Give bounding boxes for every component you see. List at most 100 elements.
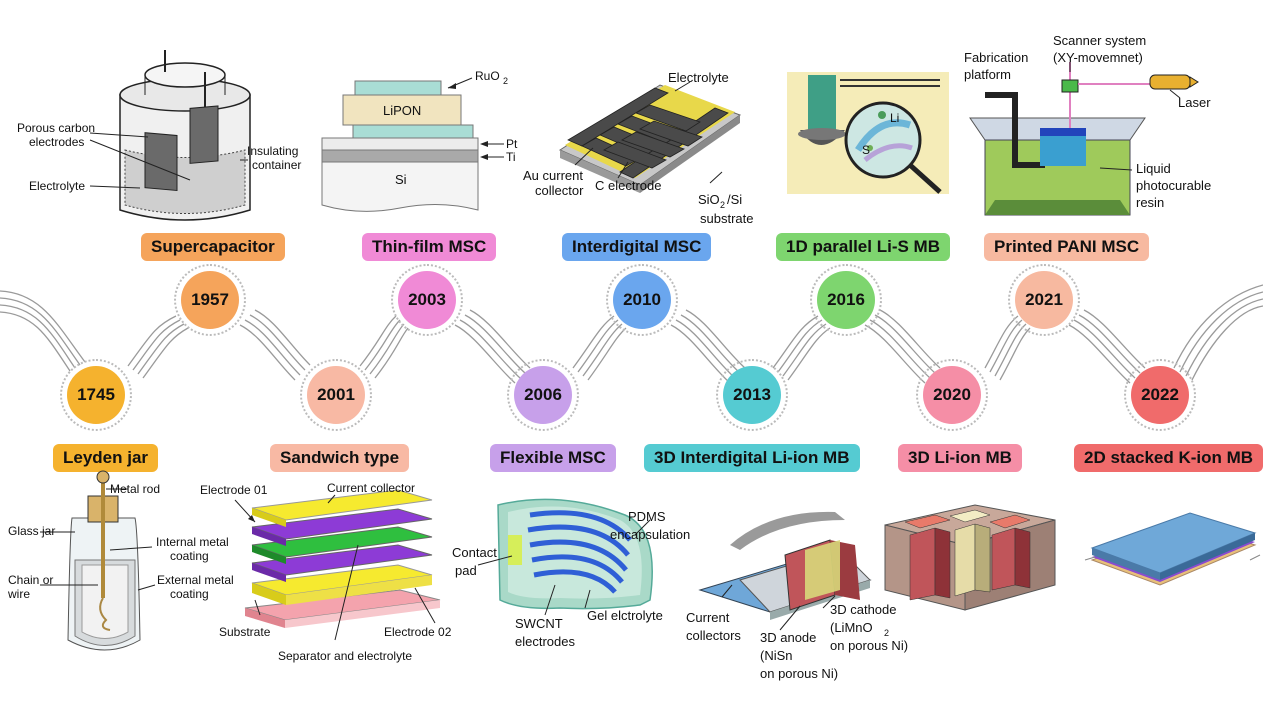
leyden-external-label-2: coating bbox=[170, 587, 209, 601]
label-flexible-msc: Flexible MSC bbox=[490, 444, 616, 472]
sc-insulating-label-2: container bbox=[252, 158, 301, 172]
label-leyden-jar: Leyden jar bbox=[53, 444, 159, 472]
pani-liquid-label-2: photocurable bbox=[1136, 178, 1211, 193]
mb3d-cathode-label-2: (LiMnO bbox=[830, 620, 873, 635]
mb3d-anode-label-1: 3D anode bbox=[760, 630, 816, 645]
label-interdigital-msc: Interdigital MSC bbox=[562, 233, 712, 261]
id-sio2-sub: 2 bbox=[720, 200, 725, 210]
sc-insulating-label-1: Insulating bbox=[247, 144, 298, 158]
sandwich-separator-label: Separator and electrolyte bbox=[278, 649, 412, 663]
flex-contact-label-2: pad bbox=[455, 563, 477, 578]
year-ring bbox=[60, 359, 132, 431]
leyden-internal-label-2: coating bbox=[170, 549, 209, 563]
id-au-label-2: collector bbox=[535, 183, 584, 198]
sandwich-illustration: Electrode 01 Current collector Substrate… bbox=[200, 481, 452, 663]
flex-swcnt-label-1: SWCNT bbox=[515, 616, 563, 631]
id-substrate-label: substrate bbox=[700, 211, 753, 226]
mb3d-anode-label-2: (NiSn bbox=[760, 648, 793, 663]
flex-pdms-label-1: PDMS bbox=[628, 509, 666, 524]
pani-laser-label: Laser bbox=[1178, 95, 1211, 110]
year-badge-2013: 2013 bbox=[723, 366, 781, 424]
year-ring bbox=[1008, 264, 1080, 336]
pani-fab-label-2: platform bbox=[964, 67, 1011, 82]
leyden-metal-rod-label: Metal rod bbox=[110, 482, 160, 496]
year-ring bbox=[391, 264, 463, 336]
year-ring bbox=[507, 359, 579, 431]
kion2d-illustration bbox=[1084, 512, 1261, 586]
pani-fab-label-1: Fabrication bbox=[964, 50, 1028, 65]
label-printed-pani-msc: Printed PANI MSC bbox=[984, 233, 1150, 261]
lis-illustration: Li S bbox=[787, 72, 949, 194]
id-sio2-label-2: /Si bbox=[727, 192, 742, 207]
tf-pt-label: Pt bbox=[506, 137, 518, 151]
label-supercapacitor: Supercapacitor bbox=[141, 233, 285, 261]
flex-contact-label-1: Contact bbox=[452, 545, 497, 560]
mb3d-cathode-label-1: 3D cathode bbox=[830, 602, 897, 617]
sc-electrolyte-label: Electrolyte bbox=[29, 179, 85, 193]
year-ring bbox=[174, 264, 246, 336]
year-badge-2010: 2010 bbox=[613, 271, 671, 329]
pani-liquid-label-3: resin bbox=[1136, 195, 1164, 210]
id-au-label-1: Au current bbox=[523, 168, 583, 183]
pani-illustration: Fabrication platform Scanner system (XY-… bbox=[964, 33, 1211, 216]
leyden-illustration: Metal rod Glass jar Internal metal coati… bbox=[7, 470, 234, 651]
interdigital-illustration: Electrolyte Au current collector C elect… bbox=[523, 70, 753, 226]
label-sandwich-type: Sandwich type bbox=[270, 444, 410, 472]
year-ring bbox=[300, 359, 372, 431]
lis-li-label: Li bbox=[890, 111, 899, 125]
year-badge-2016: 2016 bbox=[817, 271, 875, 329]
year-ring bbox=[1124, 359, 1196, 431]
leyden-chain-label-1: Chain or bbox=[8, 573, 53, 587]
flex-pdms-label-2: encapsulation bbox=[610, 527, 690, 542]
leyden-external-label-1: External metal bbox=[157, 573, 234, 587]
mb3d-cathode-sub: 2 bbox=[884, 628, 889, 638]
id-sio2-label-1: SiO bbox=[698, 192, 720, 207]
flex-gel-label: Gel elctrolyte bbox=[587, 608, 663, 623]
sandwich-electrode01-label: Electrode 01 bbox=[200, 483, 268, 497]
label-3d-liion-mb: 3D Li-ion MB bbox=[898, 444, 1022, 472]
flex-swcnt-label-2: electrodes bbox=[515, 634, 575, 649]
leyden-glass-jar-label: Glass jar bbox=[8, 524, 55, 538]
year-ring bbox=[606, 264, 678, 336]
mb3d-current-label-2: collectors bbox=[686, 628, 741, 643]
id-c-electrode-label: C electrode bbox=[595, 178, 661, 193]
id-electrolyte-label: Electrolyte bbox=[668, 70, 729, 85]
year-ring bbox=[716, 359, 788, 431]
pani-scanner-label-2: (XY-movemnet) bbox=[1053, 50, 1143, 65]
mb3d-anode-label-3: on porous Ni) bbox=[760, 666, 838, 681]
lis-s-label: S bbox=[862, 143, 870, 157]
tf-ti-label: Ti bbox=[506, 150, 516, 164]
sandwich-current-collector-label: Current collector bbox=[327, 481, 415, 495]
thinfilm-illustration: RuO 2 LiPON Pt Ti Si bbox=[321, 69, 518, 212]
tf-lipon-label: LiPON bbox=[383, 103, 421, 118]
liion3d-illustration bbox=[884, 504, 1056, 611]
year-badge-2006: 2006 bbox=[514, 366, 572, 424]
year-badge-2003: 2003 bbox=[398, 271, 456, 329]
sandwich-substrate-label: Substrate bbox=[219, 625, 271, 639]
pani-scanner-label-1: Scanner system bbox=[1053, 33, 1146, 48]
sandwich-electrode02-label: Electrode 02 bbox=[384, 625, 452, 639]
leyden-chain-label-2: wire bbox=[7, 587, 30, 601]
year-ring bbox=[916, 359, 988, 431]
year-badge-1957: 1957 bbox=[181, 271, 239, 329]
supercapacitor-illustration bbox=[119, 50, 251, 221]
label-1d-parallel-lis-mb: 1D parallel Li-S MB bbox=[776, 233, 950, 261]
supercapacitor-annotations: Porous carbon electrodes Electrolyte Ins… bbox=[17, 121, 301, 193]
year-badge-2001: 2001 bbox=[307, 366, 365, 424]
mb3d-illustration: Current collectors 3D anode (NiSn on por… bbox=[686, 511, 908, 681]
year-badge-2020: 2020 bbox=[923, 366, 981, 424]
year-badge-1745: 1745 bbox=[67, 366, 125, 424]
label-3d-interdigital-liion-mb: 3D Interdigital Li-ion MB bbox=[644, 444, 860, 472]
mb3d-cathode-label-3: on porous Ni) bbox=[830, 638, 908, 653]
sc-porous-label-1: Porous carbon bbox=[17, 121, 95, 135]
mb3d-current-label-1: Current bbox=[686, 610, 730, 625]
tf-ruo2-label: RuO bbox=[475, 69, 500, 83]
label-thin-film-msc: Thin-film MSC bbox=[362, 233, 497, 261]
pani-liquid-label-1: Liquid bbox=[1136, 161, 1171, 176]
sc-porous-label-2: electrodes bbox=[29, 135, 84, 149]
year-ring bbox=[810, 264, 882, 336]
leyden-internal-label-1: Internal metal bbox=[156, 535, 229, 549]
year-badge-2021: 2021 bbox=[1015, 271, 1073, 329]
